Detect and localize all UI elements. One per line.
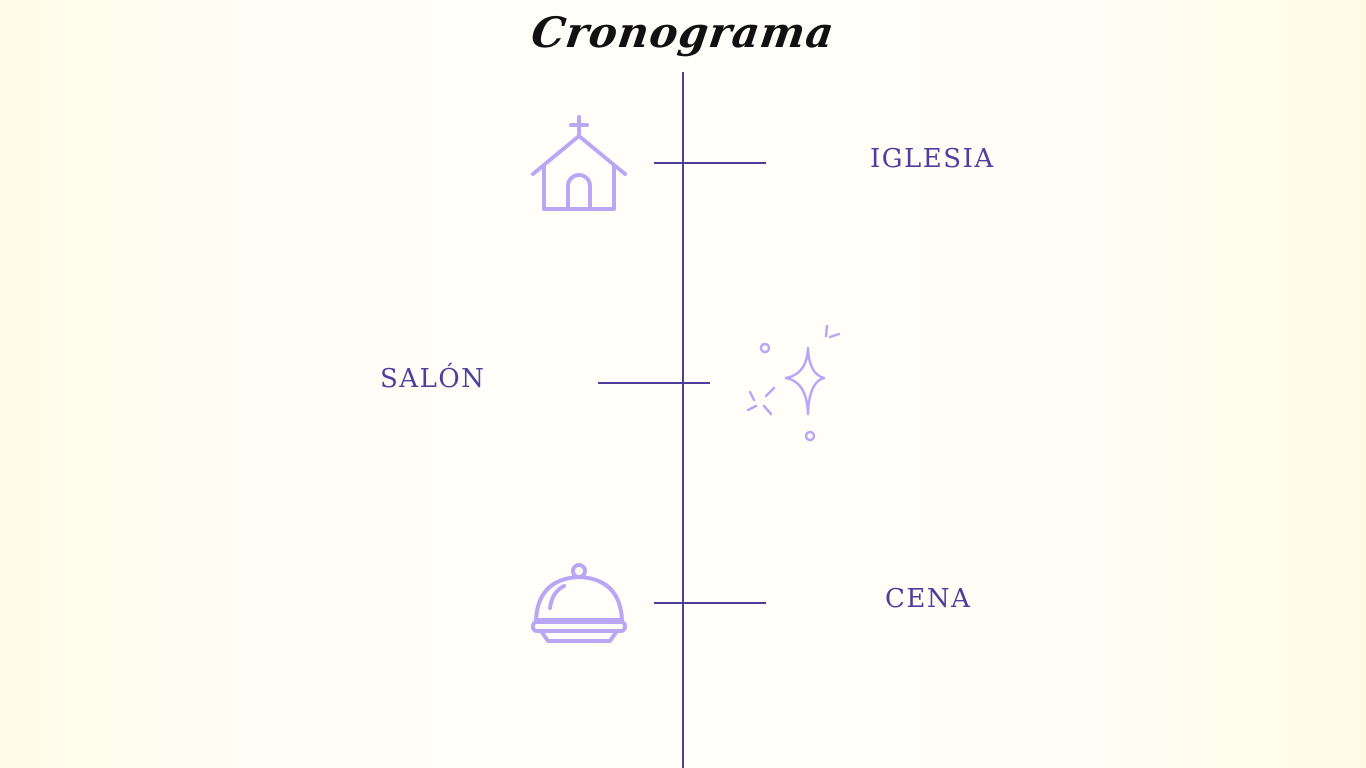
event-label-cena: CENA bbox=[885, 584, 972, 614]
cloche-icon bbox=[528, 560, 630, 648]
page-title: Cronograma bbox=[528, 8, 838, 57]
timeline-tick-iglesia bbox=[654, 162, 766, 164]
timeline-axis bbox=[682, 72, 684, 768]
sparkle-icon bbox=[742, 322, 846, 446]
church-icon bbox=[528, 114, 630, 214]
event-label-iglesia: IGLESIA bbox=[870, 144, 995, 174]
timeline-tick-salon bbox=[598, 382, 710, 384]
timeline-tick-cena bbox=[654, 602, 766, 604]
event-label-salon: SALÓN bbox=[380, 364, 486, 394]
